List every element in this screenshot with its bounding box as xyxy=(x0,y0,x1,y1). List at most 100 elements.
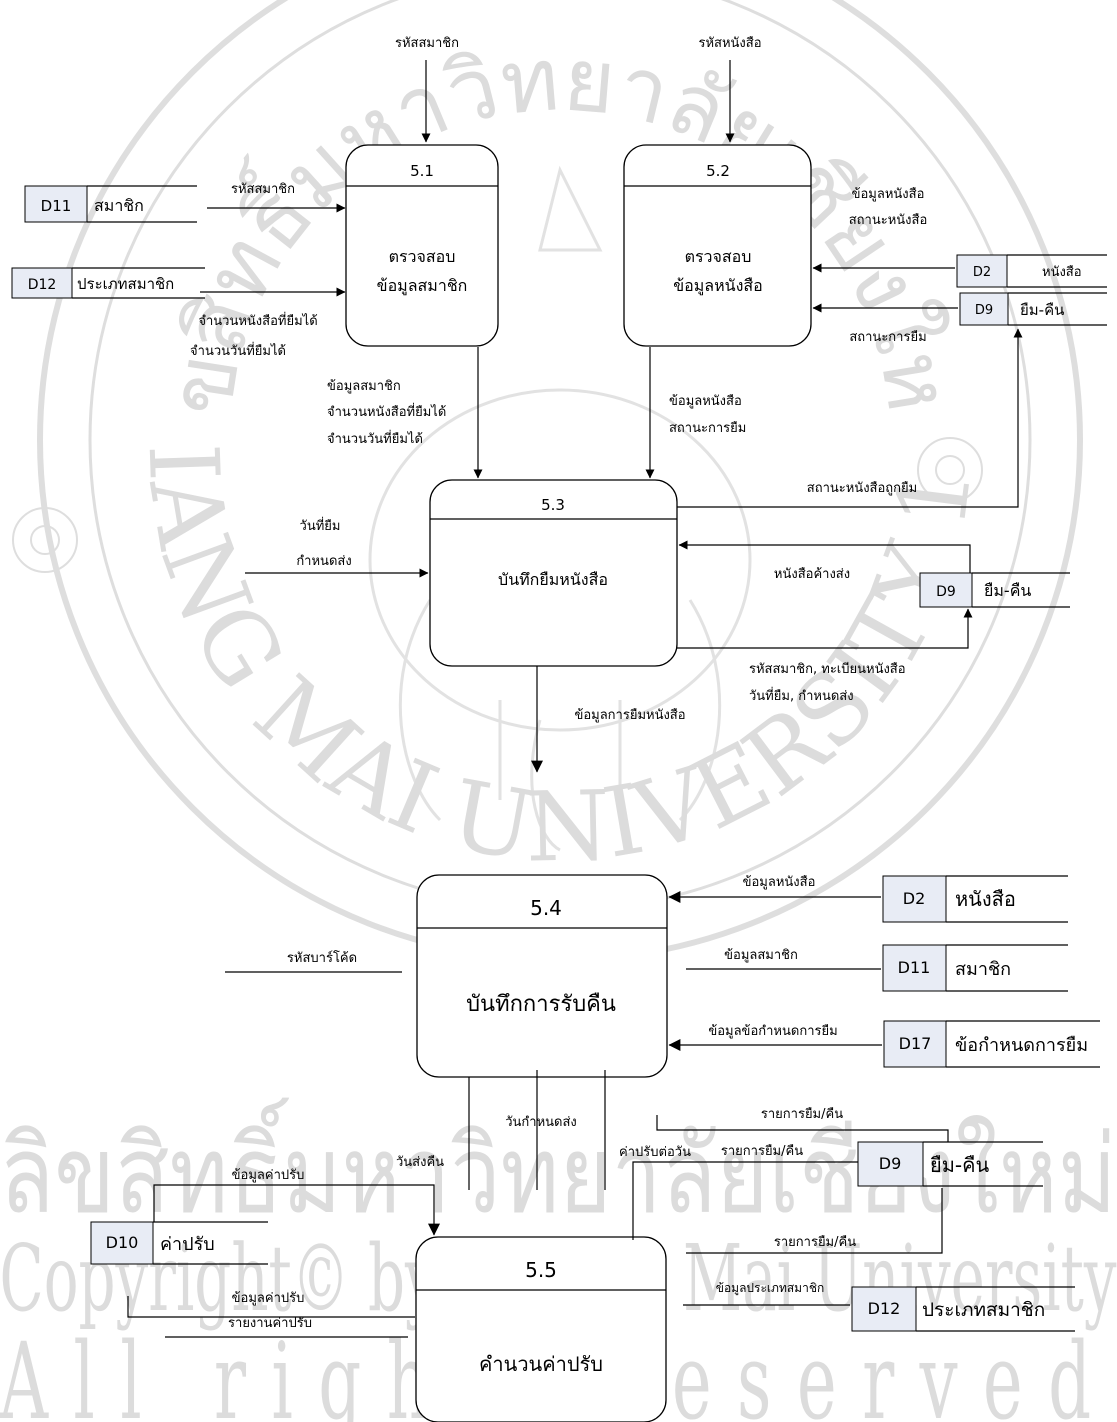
label-p52-loan-status: สถานะการยืม xyxy=(669,420,746,436)
label-d12-books-allowed: จำนวนหนังสือที่ยืมได้ xyxy=(198,312,317,329)
label-d2-book-status: สถานะหนังสือ xyxy=(849,212,928,228)
process-5-5: 5.5 คำนวนค่าปรับ xyxy=(415,1236,667,1422)
label-d2-book-info: ข้อมูลหนังสือ xyxy=(852,186,925,202)
process-5-4: 5.4 บันทึกการรับคืน xyxy=(416,874,668,1078)
label-member-code-in: รหัสสมาชิก xyxy=(395,36,459,51)
store-id: D12 xyxy=(28,277,57,293)
label-p51-days-allowed: จำนวนวันที่ยืมได้ xyxy=(327,430,423,447)
process-name: คำนวนค่าปรับ xyxy=(479,1352,603,1376)
label-p51-member-info: ข้อมูลสมาชิก xyxy=(327,379,401,394)
label-d12-type-info: ข้อมูลประเภทสมาชิก xyxy=(716,1281,825,1296)
label-p51-books-allowed: จำนวนหนังสือที่ยืมได้ xyxy=(327,403,446,420)
flow-p53-to-d9-mid xyxy=(677,608,973,649)
process-id: 5.3 xyxy=(541,496,565,514)
label-d9-loan-list-low: รายการยืม/คืน xyxy=(774,1234,856,1250)
process-id: 5.4 xyxy=(530,896,562,920)
store-name: ประเภทสมาชิก xyxy=(77,275,174,293)
flow-labels: รหัสสมาชิก รหัสหนังสือ รหัสสมาชิก จำนวนห… xyxy=(190,35,927,1331)
flow-d9-mid-to-p53 xyxy=(678,540,971,573)
flower-ornament-left xyxy=(12,507,78,573)
store-name: สมาชิก xyxy=(94,196,144,215)
store-name: สมาชิก xyxy=(955,959,1011,980)
datastore-d11-top: D11 สมาชิก xyxy=(24,185,197,223)
store-id: D10 xyxy=(106,1233,139,1252)
store-id: D17 xyxy=(899,1034,932,1053)
process-5-2: 5.2 ตรวจสอบ ข้อมูลหนังสือ xyxy=(623,144,812,347)
store-name: ค่าปรับ xyxy=(160,1234,215,1255)
flow-d10-to-p55 xyxy=(153,1184,440,1236)
label-p54-fine-per-day: ค่าปรับต่อวัน xyxy=(619,1145,691,1160)
store-name: ยืม-คืน xyxy=(984,581,1031,600)
flow-d9-low-to-p55 xyxy=(686,1188,943,1254)
process-name-line1: ตรวจสอบ xyxy=(389,247,456,266)
label-p52-book-info: ข้อมูลหนังสือ xyxy=(669,393,742,409)
label-d10-fine-info-in: ข้อมูลค่าปรับ xyxy=(232,1168,305,1183)
label-borrow-date: วันที่ยืม xyxy=(300,517,341,534)
datastore-d12-top: D12 ประเภทสมาชิก xyxy=(11,267,205,299)
store-id: D11 xyxy=(41,197,72,215)
label-d9-loan-status: สถานะการยืม xyxy=(849,329,926,345)
datastore-d11-mid: D11 สมาชิก xyxy=(882,944,1068,992)
label-d2-book-info-mid: ข้อมูลหนังสือ xyxy=(743,874,816,890)
label-d11-member-code: รหัสสมาชิก xyxy=(231,182,295,197)
process-name-line2: ข้อมูลหนังสือ xyxy=(673,276,763,296)
store-name: ข้อกำหนดการยืม xyxy=(955,1035,1088,1056)
datastore-d9-mid: D9 ยืม-คืน xyxy=(919,572,1070,608)
process-id: 5.2 xyxy=(706,162,730,180)
store-id: D9 xyxy=(879,1154,902,1173)
flow-p55-to-d10 xyxy=(127,1296,415,1318)
process-5-1: 5.1 ตรวจสอบ ข้อมูลสมาชิก xyxy=(345,144,499,347)
process-name: บันทึกการรับคืน xyxy=(466,992,616,1017)
store-name: ประเภทสมาชิก xyxy=(922,1299,1045,1321)
store-id: D9 xyxy=(975,303,993,318)
store-id: D9 xyxy=(936,584,956,600)
flow-p55-to-d9-low xyxy=(632,1161,858,1240)
store-name: ยืม-คืน xyxy=(1020,301,1065,319)
flow-p54-to-d9-low xyxy=(656,1115,949,1142)
label-p53-status-borrowed: สถานะหนังสือถูกยืม xyxy=(807,480,917,496)
store-name: หนังสือ xyxy=(955,887,1016,911)
label-d10-fine-info-out: ข้อมูลค่าปรับ xyxy=(232,1291,305,1306)
flow-lines xyxy=(127,60,1023,1338)
label-p55-loan-list: รายการยืม/คืน xyxy=(721,1143,803,1159)
label-d9-overdue: หนังสือค้างส่ง xyxy=(774,566,850,582)
store-id: D2 xyxy=(903,889,926,908)
label-p53-record-line2: วันที่ยืม, กำหนดส่ง xyxy=(749,687,854,704)
datastore-d12-low: D12 ประเภทสมาชิก xyxy=(851,1286,1075,1332)
label-barcode: รหัสบาร์โค้ด xyxy=(287,950,357,966)
store-name: ยืม-คืน xyxy=(930,1153,989,1177)
datastore-d9-top: D9 ยืม-คืน xyxy=(959,292,1107,326)
process-name-line1: ตรวจสอบ xyxy=(685,247,752,266)
process-id: 5.1 xyxy=(410,162,434,180)
store-id: D11 xyxy=(898,958,931,977)
process-name-line2: ข้อมูลสมาชิก xyxy=(377,276,468,296)
label-p53-out-loan-info: ข้อมูลการยืมหนังสือ xyxy=(574,707,685,723)
label-p54-due-date: วันกำหนดส่ง xyxy=(505,1115,577,1130)
process-id: 5.5 xyxy=(525,1258,557,1282)
store-id: D2 xyxy=(973,265,991,280)
label-d17-rules: ข้อมูลข้อกำหนดการยืม xyxy=(708,1023,837,1039)
label-fine-report: รายงานค่าปรับ xyxy=(228,1316,312,1331)
flow-p53-to-d9-top xyxy=(677,328,1023,508)
label-due-date: กำหนดส่ง xyxy=(296,554,351,569)
watermark-band-thai: ลิขสิทธิ์มหาวิทยาลัยเชียงใหม่ xyxy=(0,1097,1117,1238)
label-p53-record-line1: รหัสสมาชิก, ทะเบียนหนังสือ xyxy=(749,661,906,677)
store-name: หนังสือ xyxy=(1042,264,1082,280)
datastore-d2-mid: D2 หนังสือ xyxy=(882,875,1068,923)
label-book-code-in: รหัสหนังสือ xyxy=(698,35,761,51)
label-p54-loan-list: รายการยืม/คืน xyxy=(761,1106,843,1122)
flower-ornament-right xyxy=(917,437,983,503)
label-d11-member-info-mid: ข้อมูลสมาชิก xyxy=(724,948,798,963)
store-id: D12 xyxy=(868,1299,901,1318)
datastore-d10: D10 ค่าปรับ xyxy=(90,1221,268,1265)
datastore-d17: D17 ข้อกำหนดการยืม xyxy=(883,1020,1100,1068)
process-name: บันทึกยืมหนังสือ xyxy=(498,570,608,589)
datastore-d2-top: D2 หนังสือ xyxy=(956,254,1107,288)
datastore-d9-low: D9 ยืม-คืน xyxy=(857,1141,1043,1187)
label-p54-return-date: วันส่งคืน xyxy=(396,1154,444,1170)
process-5-3: 5.3 บันทึกยืมหนังสือ xyxy=(429,479,678,667)
elephant-emblem xyxy=(368,165,752,852)
label-d12-days-allowed: จำนวนวันที่ยืมได้ xyxy=(190,342,286,359)
